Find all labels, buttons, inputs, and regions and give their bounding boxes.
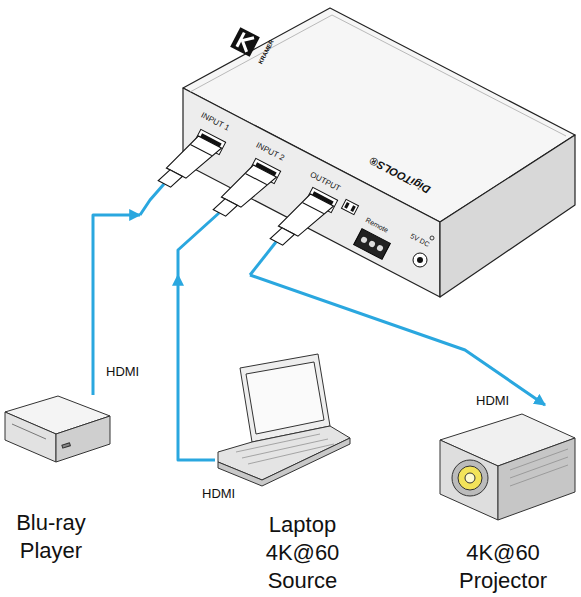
player-node: Blu-ray Player [3, 395, 99, 565]
port-label: OUTPUT [309, 171, 342, 193]
dip-switch [341, 199, 358, 214]
port-label: 5V DC [409, 232, 431, 248]
kramer-logo [230, 27, 260, 57]
projector-node: 4K@60 Projector [430, 405, 576, 595]
hdmi-cable [178, 275, 215, 460]
cable-label: HDMI [104, 364, 141, 379]
port-label: INPUT 2 [255, 141, 286, 162]
bluray-player [5, 396, 110, 462]
hdmi-plug [265, 194, 334, 248]
projector [440, 414, 575, 520]
port-label: INPUT 1 [200, 111, 231, 132]
brand-name: DigiTOOLS® [368, 155, 432, 195]
cable-label: HDMI [200, 486, 237, 501]
laptop-node: Laptop 4K@60 Source [215, 355, 390, 595]
hdmi-plug [153, 136, 222, 190]
switcher-housing [183, 8, 575, 297]
logo-text: KRAMER [257, 39, 274, 65]
laptop [218, 354, 350, 486]
device-label: Laptop 4K@60 Source [243, 511, 363, 595]
port-label: Remote [365, 216, 390, 234]
switcher-box: INPUT 1 INPUT 2 OUTPUT Remote 5V DC DigiTOOLS… [140, 55, 460, 275]
cable-label: HDMI [474, 393, 511, 408]
hdmi-cable [140, 184, 276, 275]
hdmi-cable [250, 275, 545, 405]
hdmi-plug [208, 165, 277, 219]
device-label: Blu-ray Player [6, 509, 96, 565]
device-label: 4K@60 Projector [443, 539, 563, 595]
